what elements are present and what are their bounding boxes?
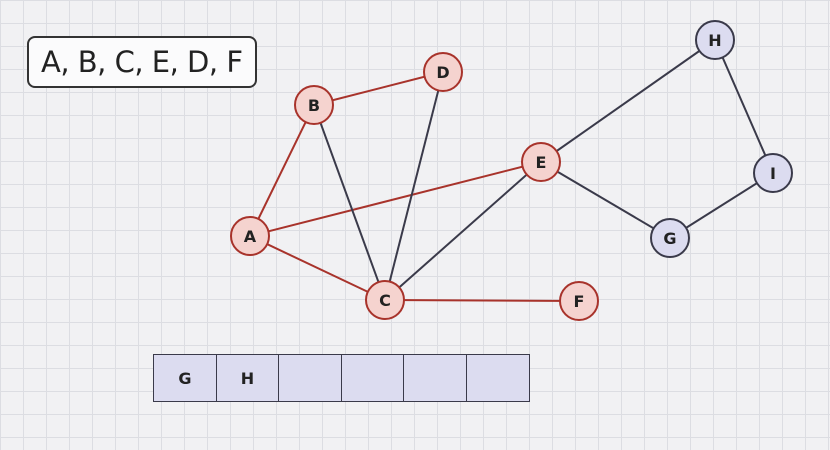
node-label: A bbox=[244, 227, 257, 246]
edge-b-c bbox=[313, 104, 386, 301]
queue-cell: G bbox=[153, 354, 217, 402]
edge-a-b bbox=[249, 104, 315, 237]
node-h: H bbox=[695, 20, 735, 60]
node-label: G bbox=[663, 229, 676, 248]
queue-cell bbox=[403, 354, 467, 402]
node-c: C bbox=[365, 280, 405, 320]
node-label: E bbox=[536, 153, 547, 172]
node-circle bbox=[365, 280, 405, 320]
node-circle bbox=[650, 218, 690, 258]
node-circle bbox=[230, 216, 270, 256]
queue-cell: H bbox=[215, 354, 280, 402]
node-circle bbox=[294, 85, 334, 125]
node-i: I bbox=[753, 153, 793, 193]
node-label: F bbox=[574, 292, 585, 311]
edge-b-d bbox=[313, 71, 444, 106]
node-circle bbox=[695, 20, 735, 60]
edge-a-e bbox=[249, 161, 542, 237]
node-d: D bbox=[423, 52, 463, 92]
node-label: D bbox=[436, 63, 449, 82]
queue-cell bbox=[465, 354, 530, 402]
node-b: B bbox=[294, 85, 334, 125]
edge-e-g bbox=[540, 161, 671, 239]
node-circle bbox=[423, 52, 463, 92]
edge-e-h bbox=[540, 39, 716, 163]
node-a: A bbox=[230, 216, 270, 256]
node-circle bbox=[753, 153, 793, 193]
edge-h-i bbox=[714, 39, 774, 174]
node-label: H bbox=[708, 31, 721, 50]
node-label: C bbox=[379, 291, 391, 310]
nodes-layer: A B C D E F G H I bbox=[230, 20, 793, 321]
edge-c-e bbox=[384, 161, 542, 301]
node-label: I bbox=[770, 164, 776, 183]
node-f: F bbox=[559, 281, 599, 321]
queue-cell bbox=[340, 354, 405, 402]
node-label: B bbox=[308, 96, 320, 115]
edge-g-i bbox=[669, 172, 774, 239]
visited-order-label: A, B, C, E, D, F bbox=[27, 36, 257, 88]
edge-a-c bbox=[249, 235, 386, 301]
node-circle bbox=[521, 142, 561, 182]
node-e: E bbox=[521, 142, 561, 182]
edge-c-f bbox=[384, 299, 580, 302]
node-g: G bbox=[650, 218, 690, 258]
edges-layer bbox=[249, 39, 774, 302]
queue-cell bbox=[278, 354, 342, 402]
edge-d-c bbox=[384, 71, 444, 301]
node-circle bbox=[559, 281, 599, 321]
